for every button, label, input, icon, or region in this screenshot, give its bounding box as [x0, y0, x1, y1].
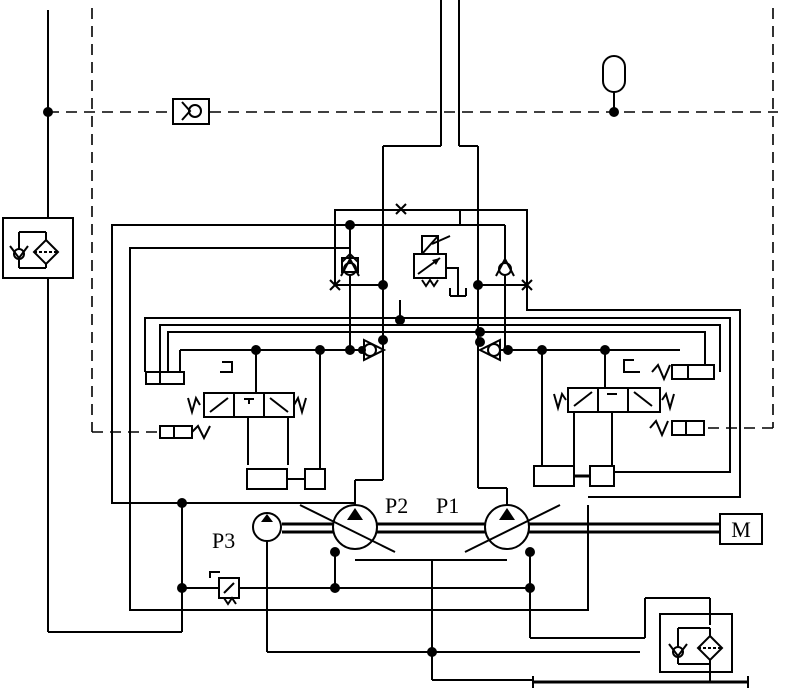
pilot-lines: [48, 8, 778, 433]
pump-p3: [252, 512, 640, 653]
pump-p1: [464, 504, 711, 639]
shuttle-valve-left-icon: [345, 335, 388, 362]
pressure-reducing-valve-icon: [413, 235, 467, 297]
check-valve-left-icon: [340, 252, 360, 277]
accumulator-icon: [602, 55, 626, 117]
right-directional-valve: [508, 345, 715, 487]
pump-p1-label: P1: [436, 493, 459, 518]
motor-label: M: [731, 517, 751, 542]
motor: M: [719, 513, 763, 545]
check-valve-right-icon: [495, 256, 515, 277]
pump-p2-label: P2: [385, 493, 408, 518]
shuttle-valve-right-icon: [475, 337, 515, 362]
left-directional-valve: [145, 345, 350, 490]
relief-valve-icon: [209, 571, 240, 606]
pump-p2: [299, 504, 396, 588]
top-pilot-network: [329, 203, 533, 352]
right-filter-check-unit: [659, 613, 733, 682]
left-filter-check-unit: [2, 217, 74, 279]
plug-icon: [329, 203, 533, 291]
pump-p3-label: P3: [212, 528, 235, 553]
outer-frame-lines: [111, 209, 741, 611]
shuttle-valve-icon: [172, 98, 210, 125]
